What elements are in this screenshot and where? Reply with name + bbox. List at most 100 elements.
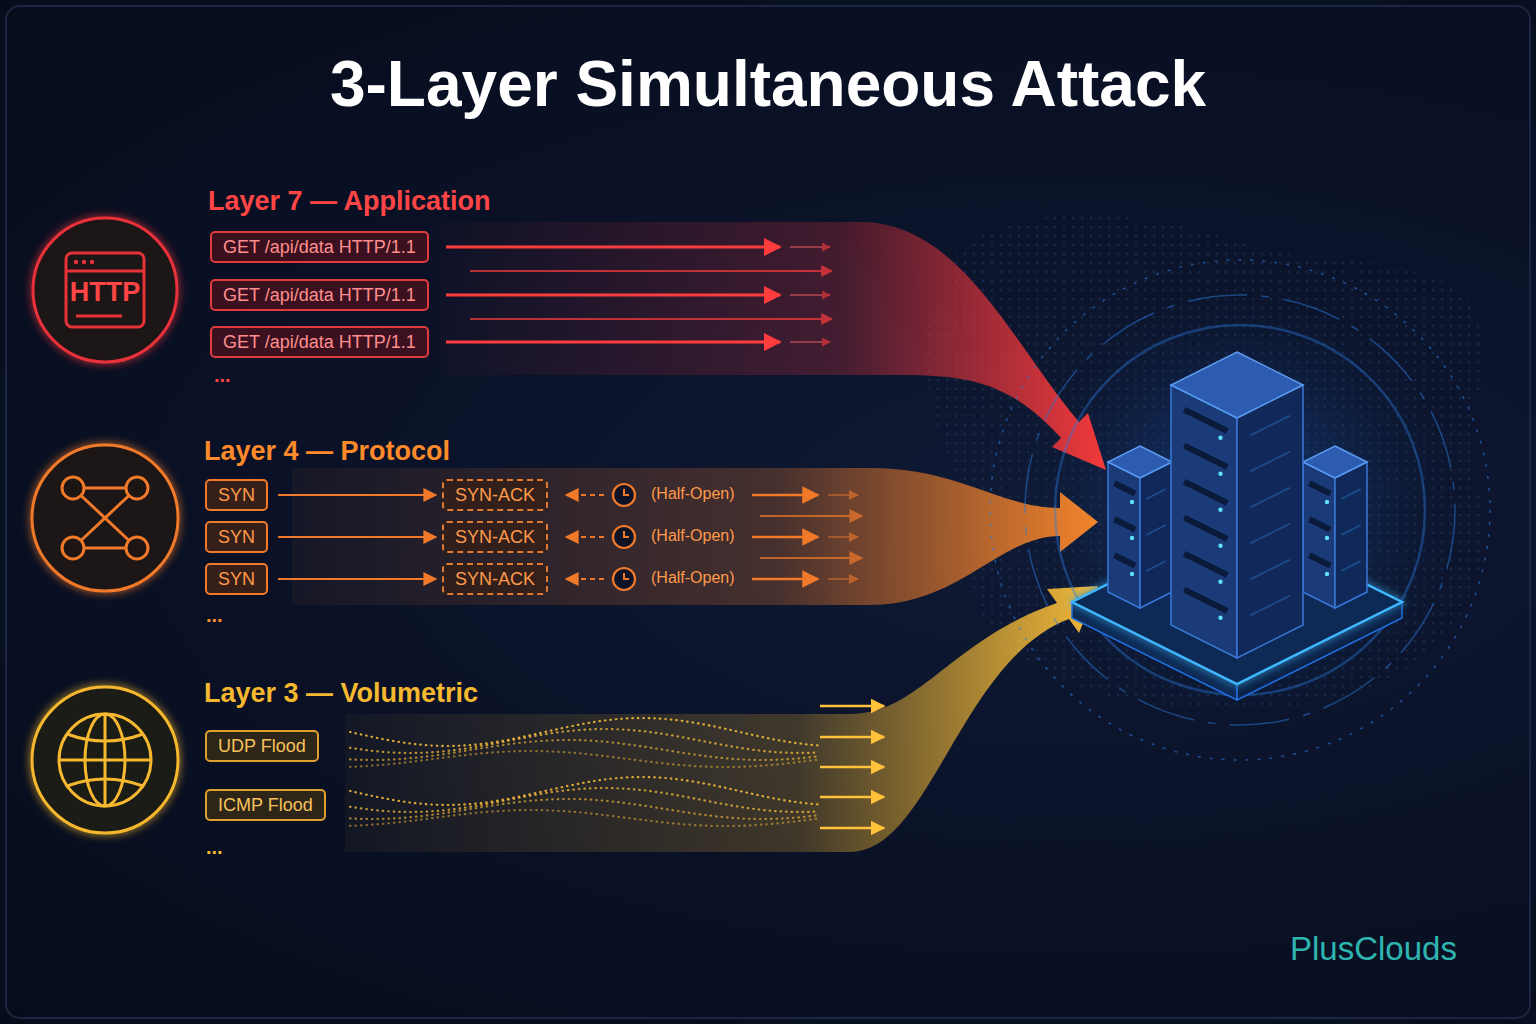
server-tower — [1140, 462, 1172, 608]
request-arrow — [470, 318, 832, 320]
clock-hands — [624, 573, 629, 579]
request-arrow — [790, 294, 830, 296]
layer-heading: Layer 7 — Application — [208, 186, 491, 217]
server-led — [1218, 616, 1222, 620]
flood-arrow — [820, 705, 884, 708]
ellipsis: ... — [206, 604, 223, 627]
server-slot — [1184, 554, 1227, 575]
server-tower-top — [1108, 446, 1172, 478]
server-led — [1218, 544, 1222, 548]
request-box: GET /api/data HTTP/1.1 — [210, 326, 429, 358]
icon-label: HTTP — [30, 277, 180, 307]
server-tower-top — [1303, 446, 1367, 478]
server-led — [1218, 436, 1222, 440]
reply-arrow — [566, 536, 604, 538]
flood-arrow — [820, 766, 884, 769]
request-arrow — [446, 246, 780, 249]
server-slot — [1309, 555, 1330, 565]
server-tower — [1237, 385, 1303, 658]
flood-wave — [350, 788, 818, 812]
server-led — [1130, 536, 1134, 540]
box-text: UDP Flood — [218, 733, 306, 759]
layer-heading: Layer 3 — Volumetric — [204, 678, 478, 709]
request-arrow — [446, 294, 780, 297]
box-text: SYN-ACK — [455, 566, 535, 592]
box-text: ICMP Flood — [218, 792, 313, 818]
packet-arrow — [760, 557, 862, 559]
box-text: GET /api/data HTTP/1.1 — [223, 282, 416, 308]
server-slot — [1341, 489, 1360, 499]
request-box: GET /api/data HTTP/1.1 — [210, 231, 429, 263]
box-text: GET /api/data HTTP/1.1 — [223, 234, 416, 260]
clock-hands — [624, 489, 629, 495]
packet-connector — [278, 578, 436, 580]
server-slot — [1341, 561, 1360, 571]
volumetric-icon-circle — [32, 687, 178, 833]
box-text: GET /api/data HTTP/1.1 — [223, 329, 416, 355]
server-slot — [1309, 519, 1330, 529]
frame — [6, 6, 1530, 1018]
packet-arrow — [828, 578, 858, 580]
flood-wave — [350, 799, 818, 819]
server-slot — [1250, 488, 1290, 508]
flood-box: UDP Flood — [205, 730, 319, 762]
server-led — [1130, 500, 1134, 504]
request-arrow — [790, 246, 830, 248]
flood-box: ICMP Flood — [205, 789, 326, 821]
network-node — [126, 477, 148, 499]
box-text: SYN-ACK — [455, 482, 535, 508]
application-flow — [440, 222, 1106, 470]
packet-connector — [278, 494, 436, 496]
server-slot — [1250, 596, 1290, 616]
flood-wave — [350, 810, 818, 826]
server-slot — [1250, 452, 1290, 472]
server-slot — [1146, 525, 1165, 535]
server-tower — [1303, 462, 1335, 608]
server-slot — [1250, 524, 1290, 544]
flood-wave — [350, 718, 818, 746]
server-led — [1130, 572, 1134, 576]
network-link — [73, 488, 137, 548]
flood-arrow — [820, 827, 884, 830]
syn-box: SYN — [205, 563, 268, 595]
clock-hands — [624, 531, 629, 537]
request-arrow — [446, 341, 780, 344]
server-slot — [1184, 590, 1227, 611]
server-slot — [1146, 489, 1165, 499]
server-tower — [1335, 462, 1367, 608]
server-slot — [1184, 482, 1227, 503]
flood-arrow — [820, 736, 884, 739]
packet-arrow — [828, 494, 858, 496]
box-text: SYN — [218, 482, 255, 508]
syn-ack-box: SYN-ACK — [442, 521, 548, 553]
reply-arrow — [566, 578, 604, 580]
server-ring — [1025, 295, 1455, 725]
server-led — [1325, 536, 1329, 540]
packet-arrow — [828, 536, 858, 538]
server-led — [1218, 508, 1222, 512]
server-led — [1325, 500, 1329, 504]
title: 3-Layer Simultaneous Attack — [0, 44, 1536, 124]
syn-box: SYN — [205, 521, 268, 553]
server-slot — [1114, 483, 1135, 493]
network-node — [62, 477, 84, 499]
server-tower — [1171, 385, 1237, 658]
network-node — [126, 537, 148, 559]
server-slot — [1341, 525, 1360, 535]
server-led — [1218, 580, 1222, 584]
flood-wave — [350, 777, 818, 805]
packet-arrow — [752, 494, 818, 497]
server-led — [1325, 572, 1329, 576]
packet-arrow — [760, 515, 862, 517]
server-slot — [1114, 555, 1135, 565]
clock-icon — [613, 484, 635, 506]
server-slot — [1250, 560, 1290, 580]
server-slot — [1146, 561, 1165, 571]
server-slot — [1309, 483, 1330, 493]
server-slot — [1184, 446, 1227, 467]
state-note: (Half-Open) — [651, 527, 735, 545]
syn-box: SYN — [205, 479, 268, 511]
box-text: SYN-ACK — [455, 524, 535, 550]
